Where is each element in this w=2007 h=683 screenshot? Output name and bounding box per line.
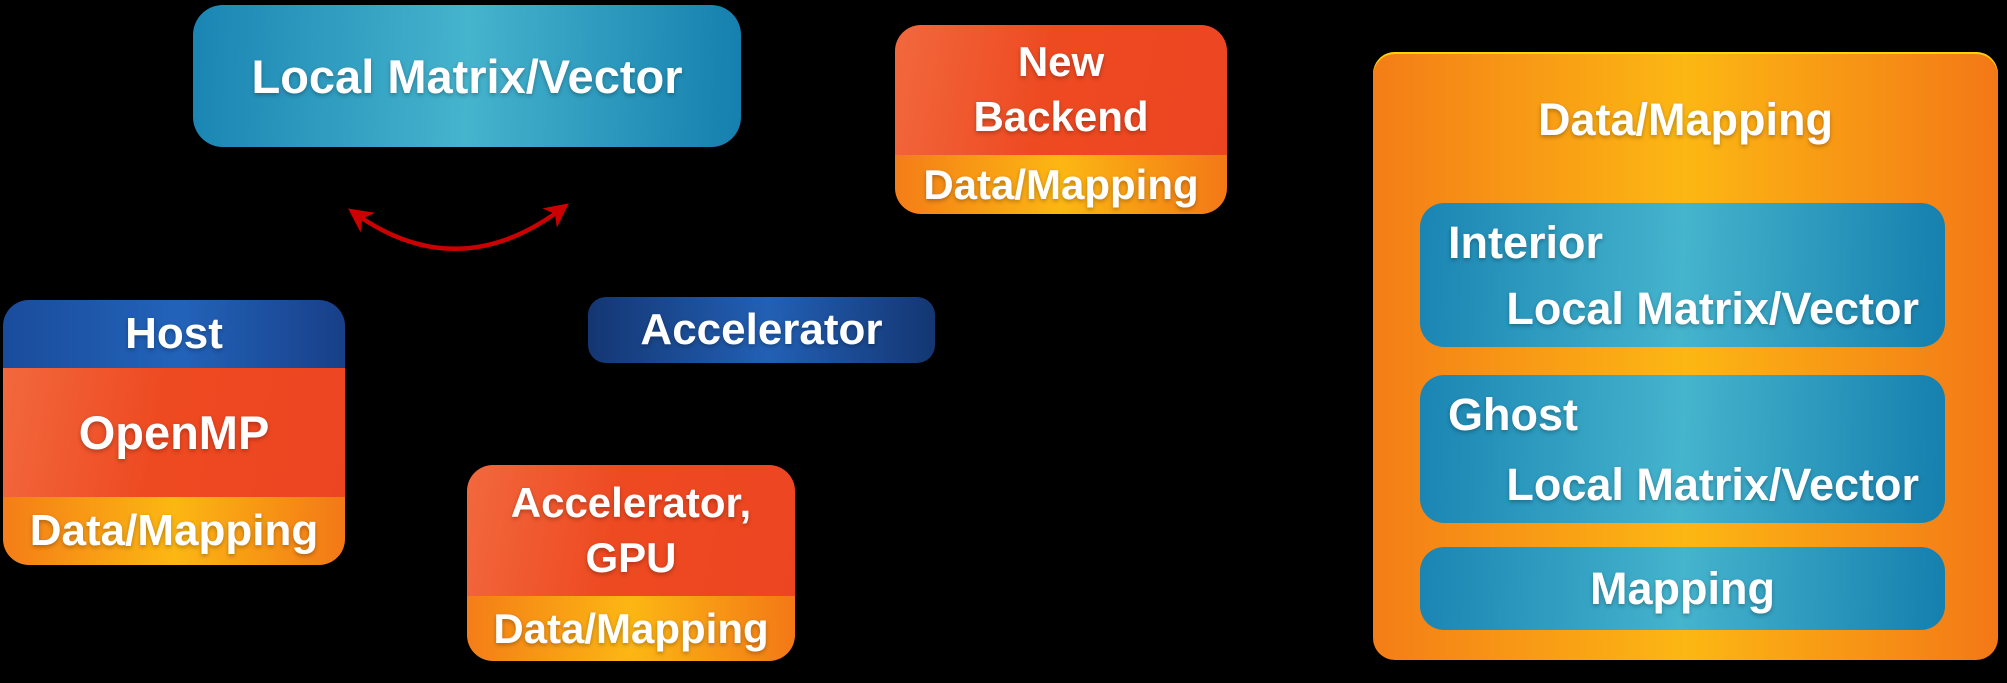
host-data-mapping-section: Data/Mapping	[3, 497, 345, 565]
new-backend-line2: Backend	[973, 93, 1149, 140]
accelerator-label: Accelerator	[640, 305, 883, 354]
interior-box: Interior Local Matrix/Vector	[1420, 203, 1945, 347]
new-backend-line1: New	[1017, 38, 1105, 86]
mapping-box: Mapping	[1420, 547, 1945, 630]
data-mapping-title: Data/Mapping	[1537, 94, 1833, 145]
local-matrix-vector-box: Local Matrix/Vector	[193, 5, 741, 147]
host-stack-box: Host OpenMP Data/Mapping	[3, 300, 345, 565]
new-backend-section: New Backend	[895, 25, 1227, 155]
new-backend-box: New Backend Data/Mapping	[895, 25, 1227, 214]
accelerator-gpu-box: Accelerator, GPU Data/Mapping	[467, 465, 795, 661]
host-data-mapping-label: Data/Mapping	[29, 506, 319, 555]
ghost-box: Ghost Local Matrix/Vector	[1420, 375, 1945, 523]
host-label: Host	[125, 309, 223, 358]
interior-local-matrix-vector-label: Local Matrix/Vector	[1506, 283, 1919, 334]
accelerator-gpu-line1: Accelerator,	[510, 478, 752, 526]
host-section: Host	[3, 300, 345, 368]
accelerator-gpu-data-mapping-section: Data/Mapping	[467, 596, 795, 661]
local-matrix-vector-label: Local Matrix/Vector	[251, 49, 683, 103]
openmp-label: OpenMP	[78, 406, 270, 459]
accelerator-gpu-section: Accelerator, GPU	[467, 465, 795, 596]
bidirectional-arrow	[348, 203, 569, 251]
accelerator-box: Accelerator	[588, 297, 935, 363]
data-mapping-container: Data/Mapping Interior Local Matrix/Vecto…	[1373, 52, 1998, 660]
ghost-local-matrix-vector-label: Local Matrix/Vector	[1506, 459, 1919, 510]
new-backend-data-mapping-section: Data/Mapping	[895, 155, 1227, 214]
accelerator-gpu-data-mapping-label: Data/Mapping	[493, 604, 769, 652]
accelerator-gpu-line2: GPU	[585, 533, 677, 581]
ghost-label: Ghost	[1448, 389, 1578, 440]
new-backend-data-mapping-label: Data/Mapping	[923, 160, 1199, 208]
interior-label: Interior	[1448, 217, 1604, 268]
mapping-label: Mapping	[1590, 562, 1775, 614]
openmp-section: OpenMP	[3, 368, 345, 497]
